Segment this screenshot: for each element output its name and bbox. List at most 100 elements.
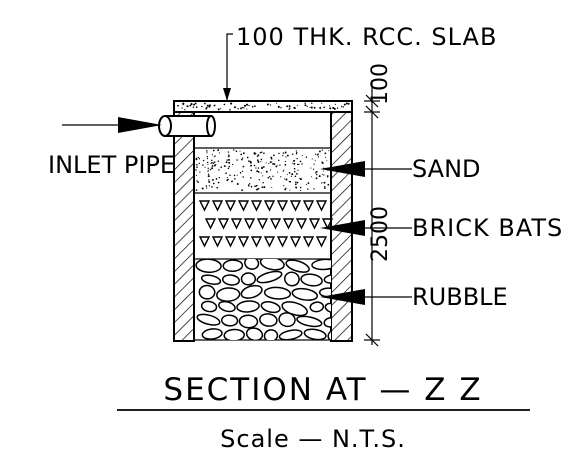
brick-bat <box>289 200 302 212</box>
sand-speckle <box>206 155 209 158</box>
slab-speckle <box>194 102 197 105</box>
sand-speckle <box>321 173 323 175</box>
sand-speckle <box>295 186 297 189</box>
rubble-stone <box>323 317 331 328</box>
sand-speckle <box>195 169 197 171</box>
slab-speckle <box>240 107 242 110</box>
sand-speckle <box>236 174 238 176</box>
rubble-stone <box>278 312 296 328</box>
sand-speckle <box>294 183 297 186</box>
sand-speckle <box>307 188 309 190</box>
slab-speckle <box>220 108 222 110</box>
sand-speckle <box>232 149 235 151</box>
sand-speckle <box>299 186 302 189</box>
sand-speckle <box>211 186 213 188</box>
sand-speckle <box>211 178 214 181</box>
rubble-stone <box>323 273 331 285</box>
sand-speckle <box>265 170 268 173</box>
slab-speckle <box>246 108 248 110</box>
sand-speckle <box>318 150 321 153</box>
sand-speckle <box>247 184 250 187</box>
rubble-stone <box>236 300 260 313</box>
slab-speckle <box>204 102 206 105</box>
sand-speckle <box>241 189 244 192</box>
sand-speckle <box>262 166 265 168</box>
sand-speckle <box>326 160 328 162</box>
sand-speckle <box>291 173 294 176</box>
sand-speckle <box>328 150 330 152</box>
sand-speckle <box>215 164 217 166</box>
sand-speckle <box>211 165 214 167</box>
slab-speckle <box>214 104 216 106</box>
slab-leader <box>223 33 233 101</box>
rubble-label: RUBBLE <box>412 283 508 311</box>
brick-bat <box>308 218 321 230</box>
sand-speckle <box>283 178 286 180</box>
slab-speckle <box>296 104 298 106</box>
sand-speckle <box>196 180 198 182</box>
sand-speckle <box>282 154 284 157</box>
sand-speckle <box>294 175 297 178</box>
sand-speckle <box>316 171 318 173</box>
sand-speckle <box>250 185 253 188</box>
sand-speckle <box>262 181 264 184</box>
slab-label: 100 THK. RCC. SLAB <box>236 23 497 51</box>
sand-speckle <box>305 156 308 158</box>
brick-bat <box>243 218 256 230</box>
slab-speckle <box>321 102 323 104</box>
rubble-stone <box>195 259 222 273</box>
slab-speckle <box>293 107 295 109</box>
slab-speckle <box>208 105 211 108</box>
sand-speckle <box>256 159 259 162</box>
sand-speckle <box>239 150 241 152</box>
slab-speckle <box>313 106 316 109</box>
rubble-stone <box>263 286 292 300</box>
sand-speckle <box>273 154 275 157</box>
sand-speckle <box>324 185 326 188</box>
sand-speckle <box>225 161 228 164</box>
sand-speckle <box>257 154 260 157</box>
sand-speckle <box>307 182 310 185</box>
rubble-stone <box>200 300 218 313</box>
sand-speckle <box>284 163 287 166</box>
sand-speckle <box>209 168 212 171</box>
brick-bats-arrow <box>320 220 412 236</box>
sand-speckle <box>325 156 327 158</box>
slab-speckle <box>230 102 233 105</box>
sand-speckle <box>285 156 287 158</box>
sand-speckle <box>271 186 273 189</box>
sand-speckle <box>323 170 325 172</box>
sand-speckle <box>278 152 280 155</box>
slab-speckle <box>190 103 193 106</box>
sand-speckle <box>250 164 253 167</box>
sand-speckle <box>263 152 265 154</box>
sand-speckle <box>206 158 209 160</box>
sand-speckle <box>227 167 230 169</box>
sand-speckle <box>236 159 238 161</box>
rubble-stone <box>259 313 278 327</box>
dimension-lines <box>364 80 380 347</box>
brick-bat <box>237 236 250 248</box>
sand-speckle <box>260 160 262 163</box>
sand-speckle <box>273 163 276 165</box>
brick-bat <box>315 200 328 212</box>
slab-speckle <box>288 105 291 108</box>
sand-speckle <box>305 184 308 186</box>
slab-speckle <box>304 104 307 107</box>
rubble-layer <box>195 259 331 340</box>
slab-speckle <box>243 107 245 109</box>
sand-speckle <box>242 152 245 155</box>
slab-speckle <box>192 106 195 108</box>
slab-speckle <box>184 109 186 111</box>
brick-bat <box>289 236 302 248</box>
rubble-stone <box>200 274 222 285</box>
slab-speckle <box>289 107 291 109</box>
sand-speckle <box>217 160 220 163</box>
sand-speckle <box>202 164 204 166</box>
sand-speckle <box>313 188 315 190</box>
sand-speckle <box>227 151 230 153</box>
sand-speckle <box>290 175 293 177</box>
brick-bat <box>230 218 243 230</box>
sand-label: SAND <box>412 155 481 183</box>
slab-speckle <box>254 105 256 107</box>
